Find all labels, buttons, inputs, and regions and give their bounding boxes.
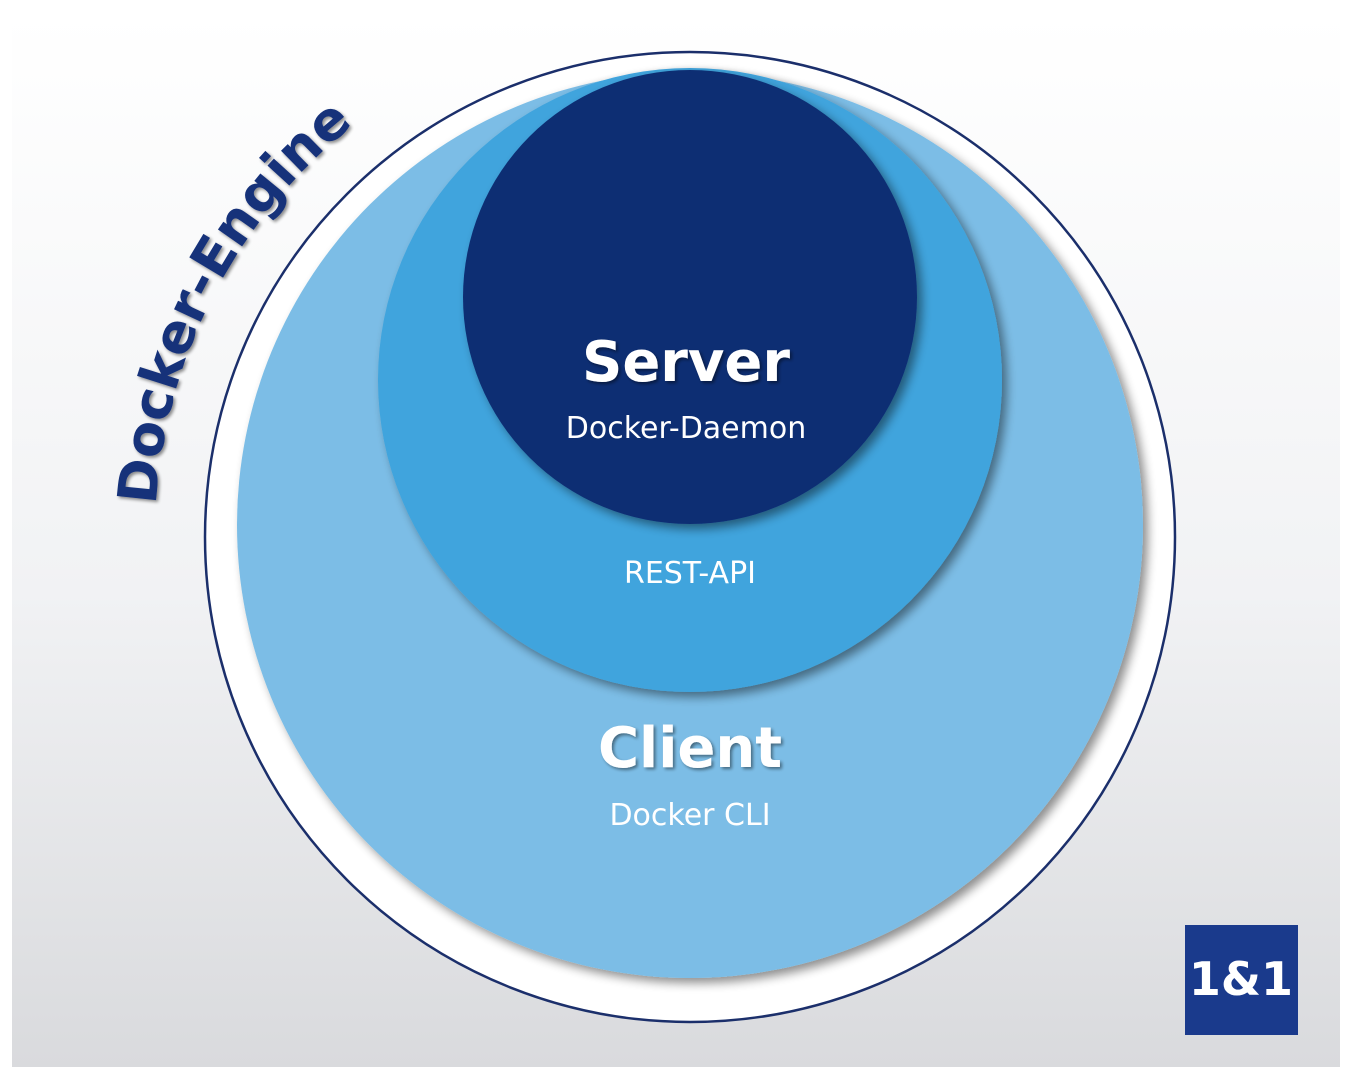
client-title: Client xyxy=(598,716,782,781)
server-subtitle: Docker-Daemon xyxy=(566,411,806,446)
server-circle xyxy=(463,70,917,524)
client-subtitle: Docker CLI xyxy=(609,798,770,833)
brand-logo: 1&1 xyxy=(1185,925,1298,1035)
rest-api-label: REST-API xyxy=(624,556,756,591)
brand-logo-text: 1&1 xyxy=(1189,952,1293,1006)
brand-logo-box xyxy=(1185,925,1298,1035)
server-title: Server xyxy=(582,330,790,395)
